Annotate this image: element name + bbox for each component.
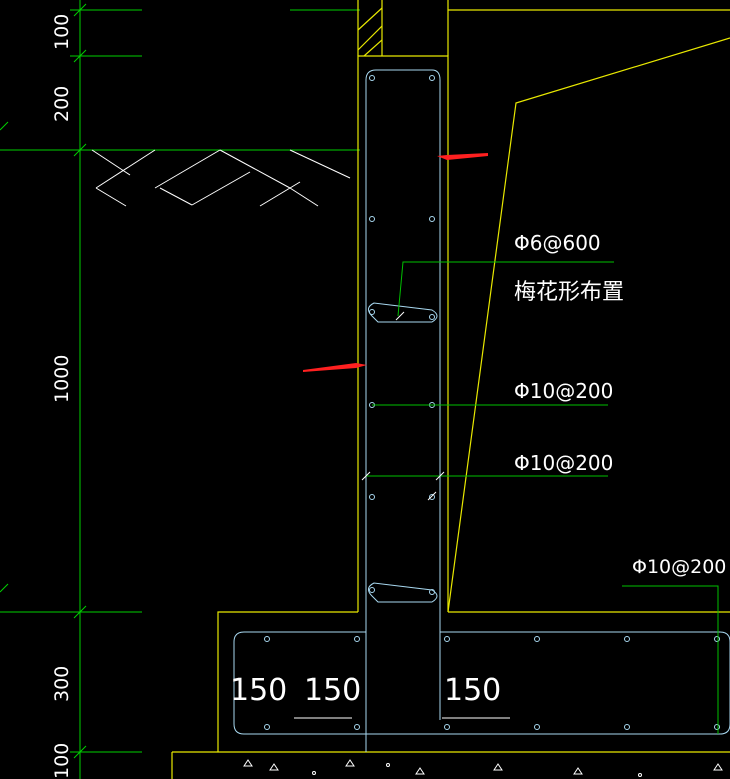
rebar-ticks [361, 311, 445, 501]
dim-label-100-bottom: 100 [51, 743, 73, 779]
dim-label-300: 300 [51, 666, 73, 702]
rebar-dots [264, 75, 720, 730]
label-inner-vertical-rebar: Φ10@200 [514, 379, 613, 403]
dim-label-150-right: 150 [444, 673, 501, 708]
dim-label-1000: 1000 [51, 355, 73, 403]
foundation-hatch [243, 759, 723, 777]
dim-label-150-left: 150 [230, 673, 287, 708]
soil-hatch [91, 149, 351, 207]
label-tie-rebar: Φ6@600 [514, 231, 601, 255]
label-tie-note: 梅花形布置 [514, 280, 624, 305]
dim-label-100-top: 100 [51, 14, 73, 50]
dim-label-150-middle: 150 [304, 673, 361, 708]
dim-label-200: 200 [51, 86, 73, 122]
leader-lines [366, 261, 719, 734]
concrete-outline [171, 0, 730, 779]
label-outer-vertical-rebar: Φ10@200 [514, 451, 613, 475]
vertical-dimension-chain [0, 0, 360, 779]
label-base-slab-rebar: Φ10@200 [632, 556, 726, 578]
wall-rebar-cage [233, 69, 730, 752]
red-arrow-left-icon [303, 363, 367, 372]
red-arrow-right-icon [437, 153, 488, 160]
